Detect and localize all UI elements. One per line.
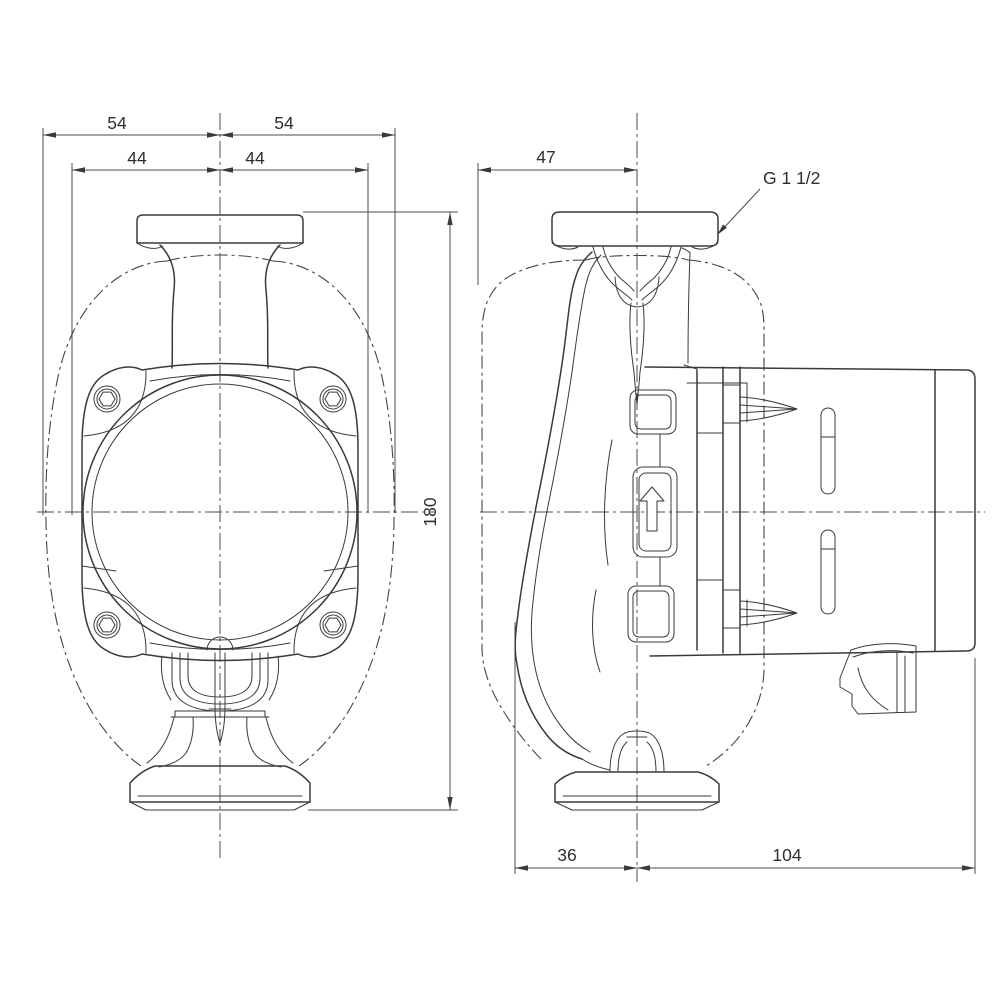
dim-label-54-left: 54 xyxy=(107,113,127,133)
dim-label-44-left: 44 xyxy=(127,148,147,168)
hex-bolt xyxy=(93,611,121,639)
front-bottom-port-flange xyxy=(129,765,311,811)
side-view: 47 36 104 G 1 1/2 xyxy=(477,113,985,882)
clamp-screw-top xyxy=(739,395,798,423)
leader-line xyxy=(719,188,761,233)
stator-housing-outer-circle xyxy=(82,374,358,650)
motor-vent-slot xyxy=(820,407,836,495)
arrowhead xyxy=(72,167,85,173)
arrowhead xyxy=(637,865,650,871)
hex-bolt xyxy=(319,385,347,413)
front-top-port-neck xyxy=(159,244,281,369)
dim-label-44-right: 44 xyxy=(245,148,265,168)
front-top-port-flange xyxy=(136,214,304,369)
dim-label-47: 47 xyxy=(536,147,555,167)
side-insulation-shell-phantom xyxy=(481,254,765,767)
flow-arrow-plate xyxy=(632,466,678,558)
hex-bolt xyxy=(319,611,347,639)
dim-label-36: 36 xyxy=(557,845,576,865)
arrowhead xyxy=(220,132,233,138)
arrowhead xyxy=(355,167,368,173)
arrowhead xyxy=(43,132,56,138)
front-dimensions: 54 54 44 44 180 xyxy=(42,113,458,811)
dim-label-180: 180 xyxy=(420,497,440,526)
front-centerlines xyxy=(37,113,436,858)
front-view: 54 54 44 44 180 xyxy=(37,113,458,858)
arrowhead xyxy=(717,224,727,235)
side-volute-body xyxy=(514,247,691,771)
stator-housing-inner-circle xyxy=(91,383,349,641)
dim-label-104: 104 xyxy=(772,845,801,865)
arrowhead xyxy=(220,167,233,173)
front-corner-bolts xyxy=(93,385,347,639)
arrowhead xyxy=(624,167,637,173)
plate-side-notches xyxy=(81,565,359,572)
arrowhead xyxy=(382,132,395,138)
thread-size-label: G 1 1/2 xyxy=(763,168,820,188)
drain-plug-boss xyxy=(206,636,234,651)
arrowhead xyxy=(478,167,491,173)
motor-vent-slot xyxy=(820,529,836,615)
arrowhead xyxy=(515,865,528,871)
terminal-connector-box xyxy=(839,643,917,715)
head-pad-bottom xyxy=(627,585,675,643)
front-insulation-shell-phantom xyxy=(45,254,395,767)
arrowhead xyxy=(962,865,975,871)
side-dimensions: 47 36 104 G 1 1/2 xyxy=(477,147,976,874)
side-bottom-port xyxy=(554,730,720,811)
arrowhead xyxy=(207,167,220,173)
flow-direction-arrow-icon xyxy=(639,486,665,532)
extension-lines-front xyxy=(42,128,458,811)
arrowhead xyxy=(447,797,453,810)
center-spike xyxy=(208,652,232,744)
casting-lines xyxy=(581,439,613,771)
extension-lines-side xyxy=(477,163,976,874)
thread-callout: G 1 1/2 xyxy=(717,168,820,235)
arrowhead xyxy=(447,212,453,225)
front-pump-head-plate xyxy=(81,362,359,662)
side-pump-head xyxy=(627,364,798,654)
front-terminal-yoke xyxy=(146,636,294,768)
head-pad-top xyxy=(629,389,677,435)
hex-bolt xyxy=(93,385,121,413)
arrowhead xyxy=(624,865,637,871)
side-motor-housing xyxy=(644,366,976,715)
dim-label-54-right: 54 xyxy=(274,113,294,133)
side-top-port-flange xyxy=(551,211,719,250)
arrowhead xyxy=(207,132,220,138)
bolt-pad-arcs xyxy=(83,370,357,654)
side-centerlines xyxy=(480,113,985,882)
clamp-screw-bottom xyxy=(739,599,798,627)
